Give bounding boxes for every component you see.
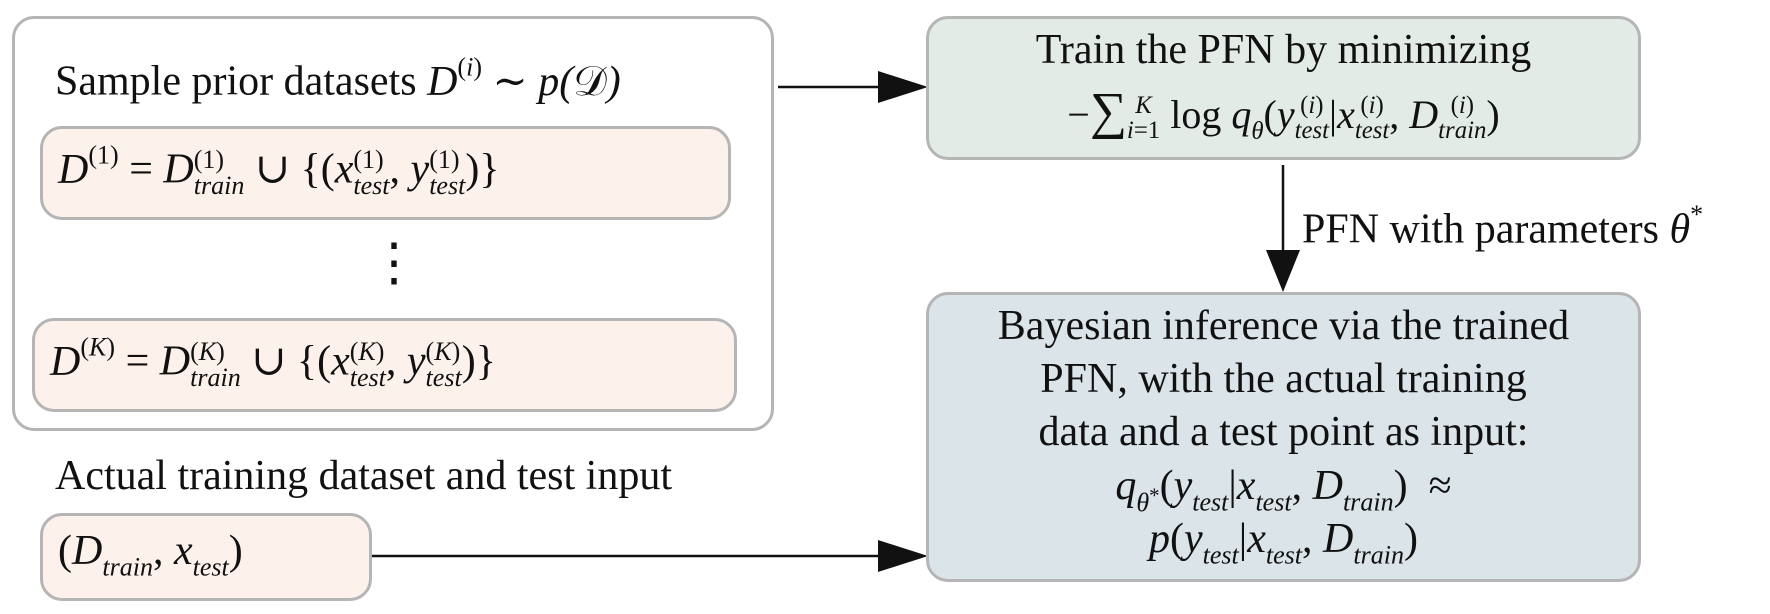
prior-title-math: D(i) ∼ p(𝒟) xyxy=(427,52,621,105)
prior-title-text: Sample prior datasets xyxy=(55,58,417,105)
train-pfn-title: Train the PFN by minimizing xyxy=(1035,27,1532,73)
inference-line-5: p(ytest|xtest, Dtrain) xyxy=(1148,516,1419,570)
inference-line-1: Bayesian inference via the trained xyxy=(997,303,1570,349)
train-pfn-box xyxy=(926,16,1641,160)
dataset-first-formula: D(1) = D(1)train ∪ {(x(1)test, y(1)test)… xyxy=(58,140,500,200)
dataset-ellipsis: ⋮ xyxy=(368,235,420,292)
inference-box xyxy=(926,292,1641,582)
actual-input-box xyxy=(40,513,372,601)
inference-line-3: data and a test point as input: xyxy=(1038,409,1529,455)
dataset-last-formula: D(K) = D(K)train ∪ {(x(K)test, y(K)test)… xyxy=(50,332,496,392)
inference-line-4: qθ*(ytest|xtest, Dtrain) ≈ xyxy=(1115,463,1452,517)
arrow-train-to-inference xyxy=(1266,165,1300,292)
dataset-first-box xyxy=(40,126,731,220)
dataset-last-box xyxy=(32,318,737,412)
arrow-prior-to-train xyxy=(778,71,928,103)
arrow-actual-to-inference xyxy=(372,540,928,572)
edge-label-pfn-parameters: PFN with parameters θ* xyxy=(1302,200,1704,253)
actual-input-formula: (Dtrain, xtest) xyxy=(58,528,243,582)
actual-title: Actual training dataset and test input xyxy=(55,453,672,499)
prior-title: Sample prior datasets D(i) ∼ p(𝒟) xyxy=(55,52,621,106)
inference-line-2: PFN, with the actual training xyxy=(1040,356,1527,402)
